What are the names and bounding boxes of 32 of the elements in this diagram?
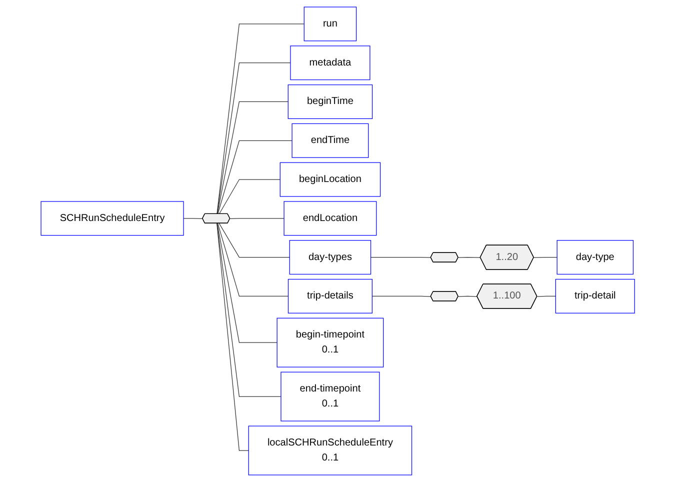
- connector: [458, 296, 478, 297]
- node-box: endTime: [291, 123, 368, 158]
- connector: [216, 223, 249, 451]
- connector: [533, 256, 558, 258]
- connector: [370, 256, 431, 258]
- node-box: beginTime: [288, 84, 372, 119]
- connector: [216, 62, 290, 214]
- connector: [216, 223, 278, 343]
- connector: [217, 223, 288, 296]
- connector: [182, 218, 203, 220]
- connector: [218, 179, 280, 214]
- node-box: trip-detail: [555, 278, 635, 314]
- connector: [230, 218, 284, 220]
- node-box: day-types: [289, 240, 371, 275]
- connector: [216, 223, 281, 397]
- node-box: beginLocation: [280, 162, 380, 197]
- node-box: end-timepoint 0..1: [280, 372, 380, 422]
- connector: [372, 296, 431, 297]
- connector: [217, 140, 292, 214]
- connector: [216, 101, 288, 214]
- connector: [536, 296, 556, 297]
- connector: [216, 24, 304, 214]
- node-box: trip-details: [288, 278, 372, 314]
- node-box: localSCHRunScheduleEntry 0..1: [248, 426, 412, 476]
- node-box: day-type: [556, 240, 634, 275]
- node-box: metadata: [290, 46, 370, 80]
- node-box: begin-timepoint 0..1: [276, 318, 384, 368]
- node-box: endLocation: [283, 201, 376, 236]
- node-box: run: [304, 6, 356, 42]
- node-box: SCHRunScheduleEntry: [40, 201, 184, 236]
- connector: [218, 223, 290, 258]
- connector: [458, 256, 480, 258]
